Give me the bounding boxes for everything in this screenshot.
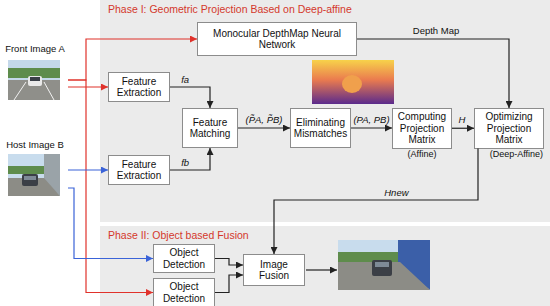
edge-label: (PA, PB) [352, 115, 390, 125]
edge-label: Hnew [383, 188, 409, 198]
method-caption: (Deep-Affine) [490, 149, 543, 159]
sky [8, 154, 60, 196]
car [372, 260, 392, 276]
process-box: Object Detection [153, 244, 215, 273]
flow-arrow [68, 169, 108, 170]
process-box: Object Detection [153, 278, 215, 306]
process-box: Computing Projection Matrix(Affine) [392, 108, 452, 149]
phase-title: Phase I: Geometric Projection Based on D… [108, 3, 352, 15]
lane-line [44, 82, 54, 100]
depth-object [342, 75, 362, 93]
fused-image-photo [338, 240, 430, 290]
flow-arrow [351, 127, 392, 128]
edge-label: H [457, 115, 466, 125]
process-box: Feature Matching [182, 108, 238, 148]
box-label: Image Fusion [246, 259, 302, 282]
process-box: Feature Extraction [108, 72, 170, 102]
box-label: Feature Extraction [111, 159, 167, 182]
process-box: Image Fusion [243, 254, 305, 286]
image-heading: Front Image A [2, 44, 68, 55]
car-window [30, 77, 40, 81]
edge-label: (P̃A, P̃B) [245, 115, 284, 125]
image-heading: Host Image B [2, 140, 68, 151]
depth-gradient [312, 60, 394, 104]
flow-arrow [452, 128, 474, 129]
network-box: Monocular DepthMap Neural Network [197, 22, 357, 56]
phase-panel: Phase II: Object based FusionObject Dete… [100, 226, 550, 306]
depth-map-image [312, 60, 394, 104]
front-image-photo [8, 60, 60, 100]
method-caption: (Affine) [408, 149, 437, 159]
box-label: Object Detection [156, 247, 212, 270]
sky [338, 240, 430, 290]
host-image-photo [8, 154, 60, 196]
box-label: Optimizing Projection Matrix [477, 111, 541, 146]
box-label: Feature Matching [185, 117, 235, 140]
car [22, 174, 38, 186]
sky [8, 60, 60, 100]
box-label: Object Detection [156, 281, 212, 304]
trees [8, 166, 44, 174]
edge-label: Depth Map [412, 26, 460, 36]
box-label: Eliminating Mismatches [293, 117, 348, 140]
phase-panel: Phase I: Geometric Projection Based on D… [100, 0, 550, 222]
process-box: Eliminating Mismatches [290, 108, 351, 148]
edge-label: fa [180, 75, 190, 85]
output-arrow [306, 269, 337, 270]
phase-title: Phase II: Object based Fusion [108, 229, 249, 241]
edge-label: fb [180, 158, 190, 168]
car-window [24, 176, 36, 180]
car [28, 76, 42, 86]
box-label: Monocular DepthMap Neural Network [200, 28, 354, 51]
process-box: Optimizing Projection Matrix(Deep-Affine… [474, 108, 544, 149]
box-label: Computing Projection Matrix [395, 111, 449, 146]
process-box: Feature Extraction [108, 155, 170, 185]
flow-arrow [68, 86, 108, 87]
box-label: Feature Extraction [111, 76, 167, 99]
lane-line [14, 82, 26, 100]
flow-arrow [238, 127, 290, 128]
car-window [375, 262, 389, 267]
